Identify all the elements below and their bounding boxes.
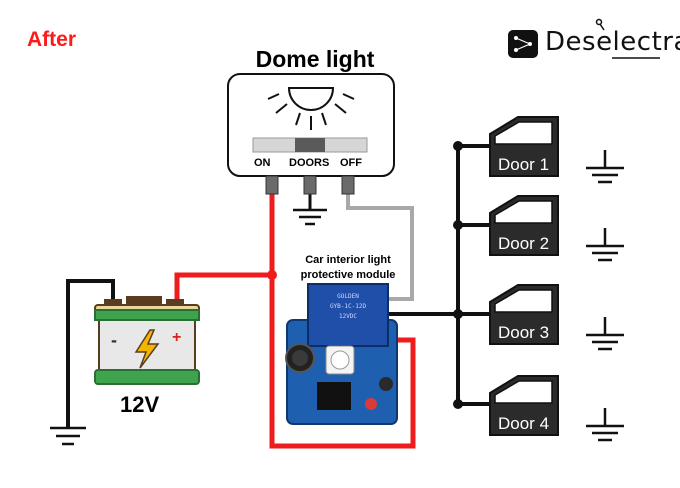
door-label-2: Door 2 <box>498 234 550 253</box>
ground-icon <box>586 228 624 262</box>
module-title: Car interior light protective module <box>278 253 418 283</box>
module-title-line1: Car interior light <box>305 254 391 266</box>
ground-icon <box>586 408 624 442</box>
dome-lamp-icon <box>267 87 355 130</box>
junction-door3 <box>453 309 463 319</box>
wire-red-loop <box>269 192 416 449</box>
ic-chip <box>317 382 351 410</box>
battery-icon <box>94 296 200 385</box>
battery-plus: + <box>172 329 182 346</box>
ground-icon <box>293 208 327 226</box>
svg-text:12VDC: 12VDC <box>339 313 357 320</box>
wire-gray <box>346 192 414 301</box>
bolt-icon <box>134 329 160 369</box>
door-label-3: Door 3 <box>498 323 550 342</box>
car-door-icon <box>489 116 559 177</box>
switch-label-off: OFF <box>340 157 362 169</box>
car-door-icon <box>489 375 559 436</box>
circuit-logo-icon <box>508 18 660 59</box>
battery-minus: - <box>111 330 117 350</box>
terminal-off <box>341 175 355 195</box>
protective-module: GOLDEN GYB-1C-12D 12VDC <box>285 283 398 425</box>
junction-door2 <box>453 220 463 230</box>
ground-icon <box>50 426 86 446</box>
brand-name: Deselectra <box>545 27 680 57</box>
switch-label-on: ON <box>254 157 271 169</box>
wire-battery-negative <box>66 279 115 428</box>
dome-light <box>227 73 395 195</box>
car-door-icon <box>489 284 559 345</box>
battery-voltage-label: 12V <box>120 392 160 417</box>
door-label-1: Door 1 <box>498 155 550 174</box>
junction-door4 <box>453 399 463 409</box>
door-label-4: Door 4 <box>498 414 550 433</box>
car-door-icon <box>489 195 559 256</box>
dome-light-title: Dome light <box>255 46 375 72</box>
after-label: After <box>27 28 77 51</box>
ground-icon <box>586 150 624 184</box>
terminal-on <box>265 175 279 195</box>
junction-red <box>267 270 277 280</box>
module-title-line2: protective module <box>300 269 396 281</box>
switch-label-doors: DOORS <box>289 157 330 169</box>
svg-text:GOLDEN: GOLDEN <box>337 293 359 300</box>
terminal-doors <box>303 175 317 195</box>
wire-battery-positive <box>174 272 272 300</box>
switch-knob <box>295 138 325 152</box>
ground-icon <box>586 317 624 351</box>
svg-text:GYB-1C-12D: GYB-1C-12D <box>330 303 367 310</box>
junction-door1 <box>453 141 463 151</box>
relay <box>307 283 389 347</box>
